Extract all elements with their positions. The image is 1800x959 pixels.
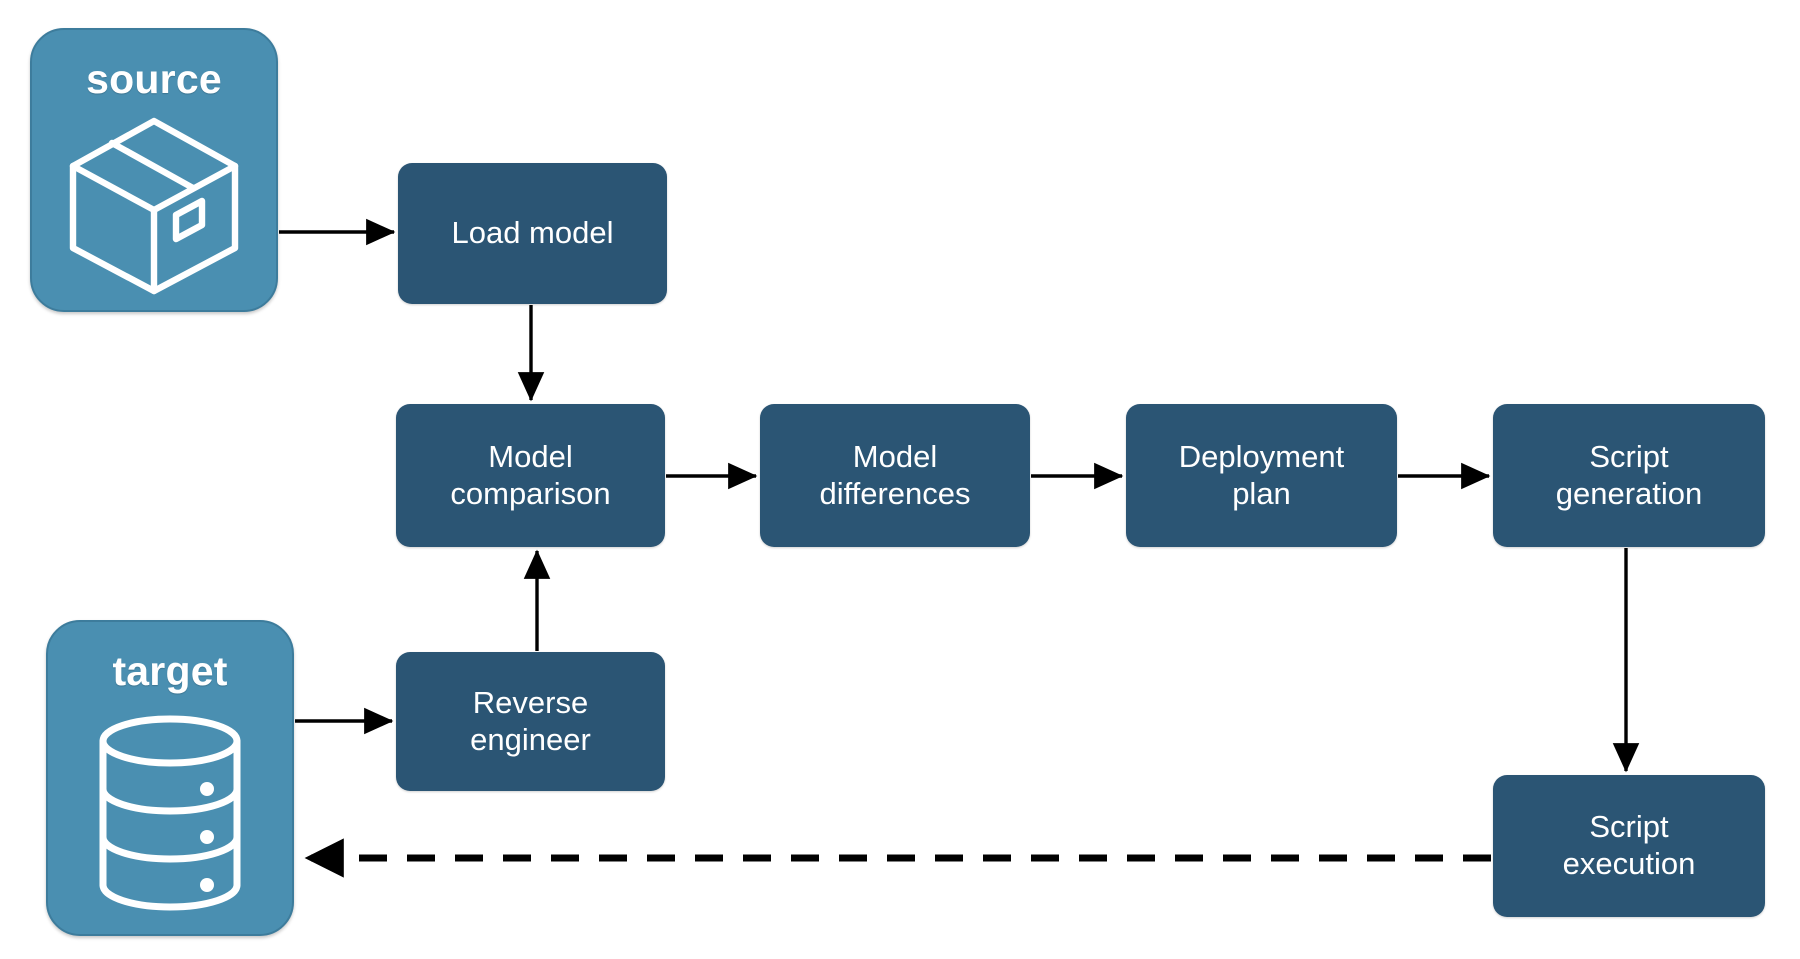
- node-reverse-engineer[interactable]: Reverse engineer: [396, 652, 665, 791]
- node-source-label: source: [86, 56, 222, 102]
- node-model-comparison[interactable]: Model comparison: [396, 404, 665, 547]
- node-script-execution[interactable]: Script execution: [1493, 775, 1765, 917]
- database-cylinder-icon: [48, 692, 292, 934]
- node-deployment-plan[interactable]: Deployment plan: [1126, 404, 1397, 547]
- node-load-model[interactable]: Load model: [398, 163, 667, 304]
- node-model-differences[interactable]: Model differences: [760, 404, 1030, 547]
- node-source[interactable]: source: [30, 28, 278, 312]
- node-script-generation[interactable]: Script generation: [1493, 404, 1765, 547]
- package-box-icon: [32, 100, 276, 310]
- node-target-label: target: [112, 648, 228, 694]
- node-target[interactable]: target: [46, 620, 294, 936]
